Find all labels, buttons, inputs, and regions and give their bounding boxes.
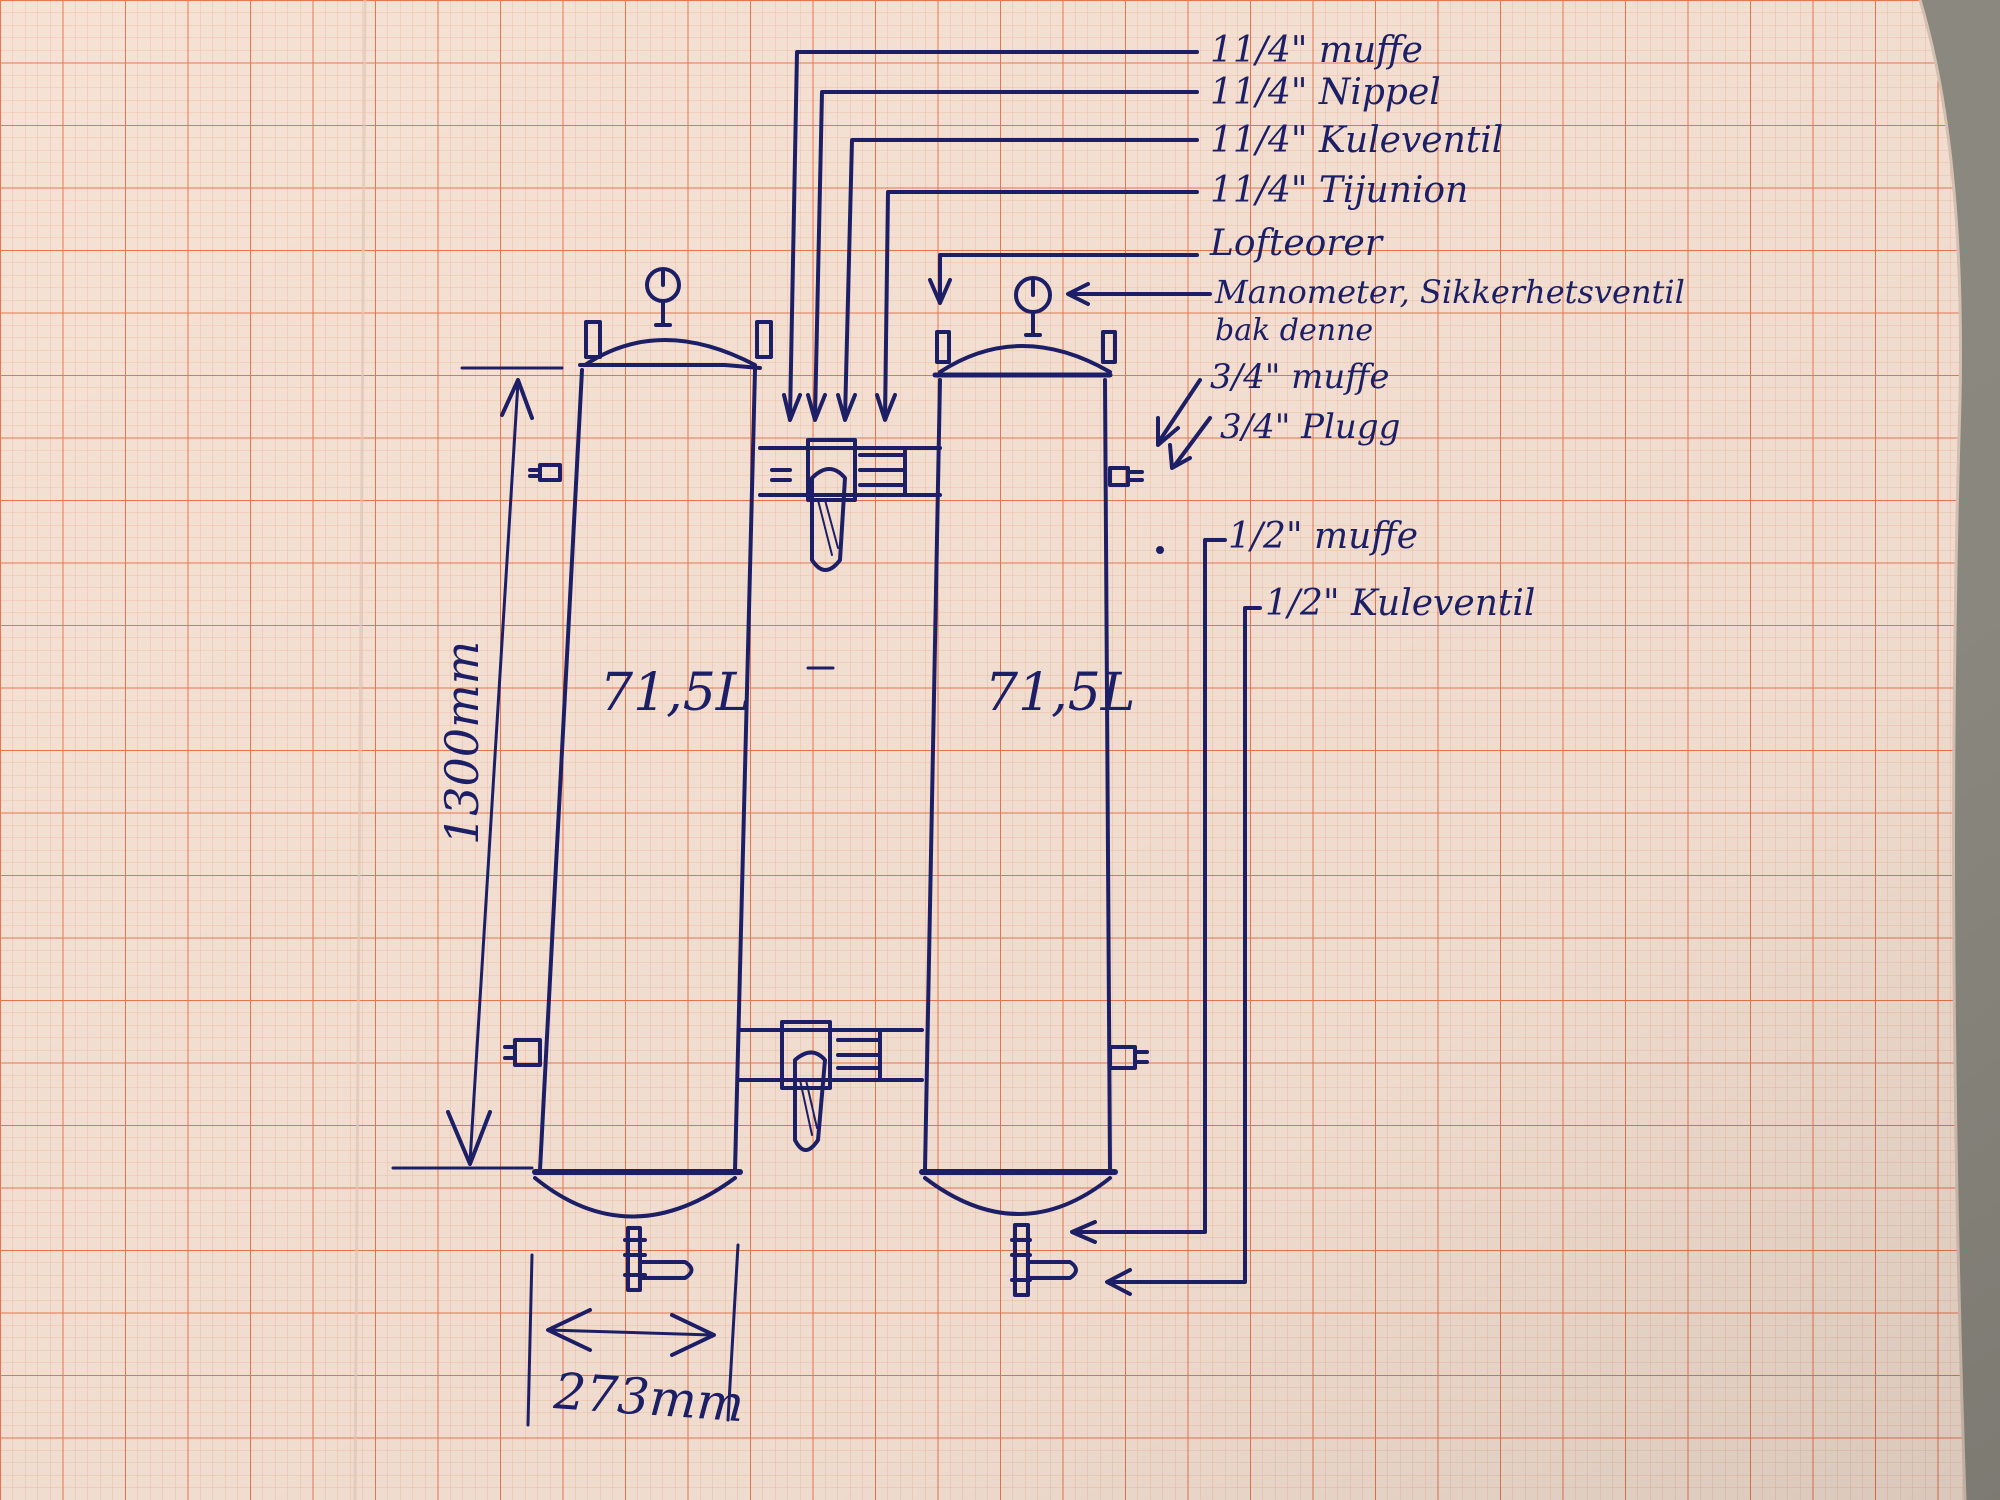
tank-right (919, 276, 1149, 1297)
leader-12-muffe-arrow (1070, 1220, 1097, 1244)
valve-upper-hatch (817, 499, 839, 556)
connector-lower (738, 1020, 924, 1152)
connector-upper-muffe (806, 438, 857, 502)
leader-tijunion-arrow (875, 393, 897, 422)
label-bak-denne: bak denne (1215, 313, 1373, 348)
valve-lower-handle-icon (793, 1050, 827, 1152)
tank-left-bottom-dome (533, 1176, 737, 1219)
leader-nippel-arrow (806, 393, 827, 422)
label-manometer: Manometer, Sikkerhetsventil (1214, 273, 1685, 311)
label-114-kuleventil: 11/4" Kuleventil (1210, 120, 1503, 161)
valve-upper-handle-icon (810, 467, 847, 572)
valve-lower-hatch (799, 1079, 818, 1136)
gauge-right-stem (1024, 310, 1042, 337)
label-12-kuleventil: 1/2" Kuleventil (1265, 583, 1535, 624)
dimension-labels: 1300mm 273mm (435, 641, 746, 1434)
port-left-lower-icon (503, 1038, 542, 1067)
drain-right-pipe (1013, 1223, 1030, 1297)
leaders-bottom (806, 538, 1262, 1296)
connector-upper-union (858, 446, 907, 497)
dim-width-arrow-left (546, 1308, 592, 1352)
dim-width-left-tick (526, 1253, 534, 1427)
label-114-tijunion: 11/4" Tijunion (1210, 170, 1468, 211)
drain-left-fittings (623, 1238, 647, 1277)
connector-upper-thread (770, 468, 792, 482)
dim-width-right-tick (726, 1243, 740, 1422)
tank-labels: 71,5L 71,5L (600, 663, 1135, 723)
lug-left-1-icon (584, 320, 602, 359)
leader-manometer-arrow (1066, 282, 1090, 306)
tank-right-left-wall (923, 378, 942, 1172)
drain-left-pipe (626, 1226, 642, 1292)
label-34-plugg: 3/4" Plugg (1220, 407, 1400, 447)
leader-tijunion (883, 190, 1199, 420)
leader-12-kuleventil (1108, 606, 1262, 1284)
port-left-upper-icon (528, 463, 562, 482)
leader-muffe (788, 50, 1199, 420)
leader-34-plugg-arrow (1168, 443, 1192, 470)
connector-upper-pipe (758, 446, 942, 497)
drain-right-fittings (1010, 1238, 1032, 1282)
connector-upper (758, 438, 942, 572)
leader-12-muffe (1073, 538, 1227, 1234)
tank-left-left-wall (538, 368, 584, 1172)
lug-right-2-icon (1101, 330, 1117, 364)
dim-height-arrow-top (500, 378, 534, 420)
tank-right-bottom-dome (923, 1176, 1112, 1216)
lug-left-2-icon (755, 320, 773, 359)
dimensions (391, 366, 740, 1427)
dim-height-arrow-bottom (446, 1110, 492, 1166)
leader-34-muffe-arrow (1156, 416, 1180, 447)
lug-right-1-icon (935, 330, 951, 364)
port-right-lower-icon (1108, 1045, 1149, 1070)
leader-34-muffe (1158, 378, 1202, 442)
leader-lofteorer (938, 253, 1199, 302)
ink-dot (1156, 546, 1164, 554)
leader-34-plugg (1173, 416, 1212, 467)
leaders-top (782, 50, 1212, 470)
drain-left-handle-icon (638, 1260, 694, 1280)
label-lofteorer: Lofteorer (1209, 223, 1384, 264)
leader-12-kuleventil-arrow (1105, 1268, 1132, 1296)
tank-left-top-rim (578, 363, 762, 370)
leader-lofteorer-arrow (928, 278, 952, 305)
dim-width-line (546, 1328, 714, 1337)
tank-left-volume-label: 71,5L (600, 663, 750, 723)
label-34-muffe: 3/4" muffe (1210, 357, 1390, 397)
connector-lower-union (836, 1028, 882, 1082)
tank-right-right-wall (1103, 378, 1112, 1172)
leader-nippel (813, 90, 1199, 420)
tank-right-top-dome (938, 344, 1112, 374)
dim-width-label: 273mm (551, 1362, 746, 1433)
tank-left-top-dome (583, 338, 757, 367)
label-114-muffe: 11/4" muffe (1210, 30, 1423, 71)
tank-left-right-wall (733, 368, 757, 1172)
connector-lower-muffe (780, 1020, 832, 1090)
drawing-ink (391, 50, 1262, 1427)
leader-kuleventil (843, 138, 1199, 420)
dim-height-line (468, 380, 520, 1164)
callout-labels: 11/4" muffe 11/4" Nippel 11/4" Kuleventi… (1209, 30, 1685, 624)
drain-right-handle-icon (1026, 1260, 1078, 1280)
dim-width-arrow-right (670, 1313, 716, 1357)
leader-muffe-arrow (782, 393, 802, 422)
port-right-upper-icon (1108, 466, 1144, 487)
dim-height-label: 1300mm (435, 641, 489, 845)
label-12-muffe: 1/2" muffe (1228, 516, 1418, 557)
gauge-left-stem (654, 299, 672, 327)
tank-right-volume-label: 71,5L (985, 663, 1135, 723)
tank-left (503, 267, 773, 1292)
label-114-nippel: 11/4" Nippel (1210, 72, 1441, 113)
leader-kuleventil-arrow (836, 393, 857, 422)
